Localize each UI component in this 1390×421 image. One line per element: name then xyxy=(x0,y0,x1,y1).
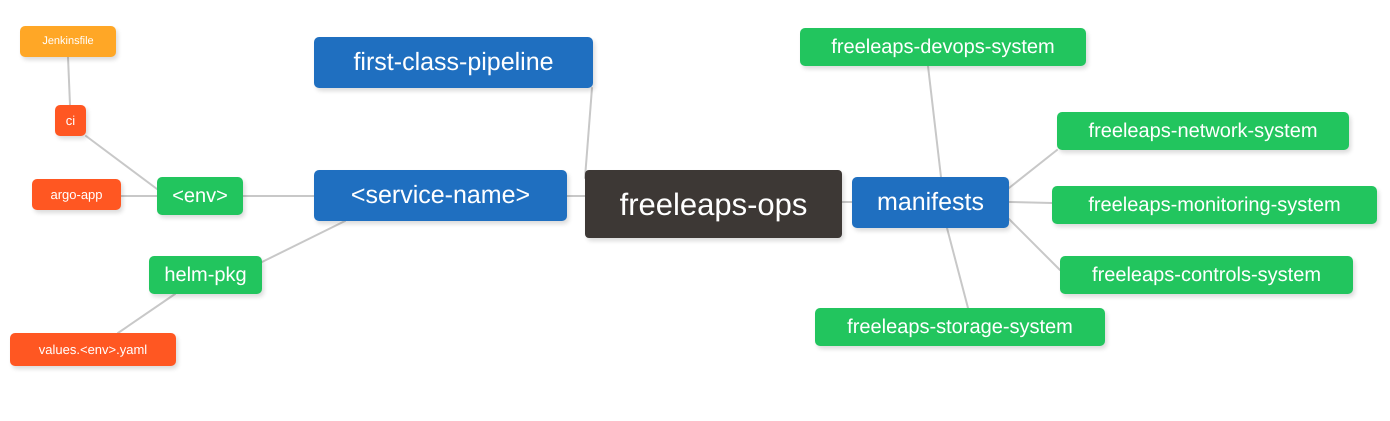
node-label-pipeline: first-class-pipeline xyxy=(353,48,554,76)
edge-manifests-to-storage xyxy=(946,227,969,309)
edge-manifests-to-controls xyxy=(1008,218,1061,271)
mindmap-node-storage[interactable]: freeleaps-storage-system xyxy=(815,308,1105,346)
node-label-values: values.<env>.yaml xyxy=(38,342,148,357)
mindmap-node-network[interactable]: freeleaps-network-system xyxy=(1057,112,1349,150)
edge-root-to-pipeline xyxy=(584,87,593,179)
node-label-env: <env> xyxy=(172,185,228,207)
edge-manifests-to-network xyxy=(1008,149,1058,189)
node-label-root: freeleaps-ops xyxy=(619,186,808,222)
mindmap-node-monitoring[interactable]: freeleaps-monitoring-system xyxy=(1052,186,1377,224)
mindmap-node-root[interactable]: freeleaps-ops xyxy=(585,170,842,238)
node-label-monitoring: freeleaps-monitoring-system xyxy=(1088,194,1341,216)
mindmap-node-service[interactable]: <service-name> xyxy=(314,170,567,221)
mindmap-node-env[interactable]: <env> xyxy=(157,177,243,215)
edge-ci-to-jenkinsfile xyxy=(67,56,71,106)
mindmap-node-devops[interactable]: freeleaps-devops-system xyxy=(800,28,1086,66)
mindmap-node-controls[interactable]: freeleaps-controls-system xyxy=(1060,256,1353,294)
mindmap-node-values[interactable]: values.<env>.yaml xyxy=(10,333,176,366)
edge-service-to-helm-pkg xyxy=(261,220,346,263)
mindmap-node-pipeline[interactable]: first-class-pipeline xyxy=(314,37,593,88)
node-label-argo-app: argo-app xyxy=(50,187,103,202)
edge-manifests-to-devops xyxy=(927,65,942,178)
mindmap-node-helm-pkg[interactable]: helm-pkg xyxy=(149,256,262,294)
node-label-network: freeleaps-network-system xyxy=(1088,120,1318,142)
node-label-jenkinsfile: Jenkinsfile xyxy=(42,35,94,47)
node-label-helm-pkg: helm-pkg xyxy=(164,264,247,286)
node-label-storage: freeleaps-storage-system xyxy=(847,316,1073,338)
mindmap-node-ci[interactable]: ci xyxy=(55,105,86,136)
node-label-service: <service-name> xyxy=(350,181,531,209)
node-label-controls: freeleaps-controls-system xyxy=(1092,264,1321,286)
mindmap-node-manifests[interactable]: manifests xyxy=(852,177,1009,228)
node-label-devops: freeleaps-devops-system xyxy=(831,36,1055,58)
mindmap-node-jenkinsfile[interactable]: Jenkinsfile xyxy=(20,26,116,57)
node-label-ci: ci xyxy=(65,113,76,128)
edge-helm-pkg-to-values xyxy=(117,293,176,334)
node-label-manifests: manifests xyxy=(877,188,984,216)
mindmap-node-argo-app[interactable]: argo-app xyxy=(32,179,121,210)
edge-manifests-to-monitoring xyxy=(1008,201,1053,204)
